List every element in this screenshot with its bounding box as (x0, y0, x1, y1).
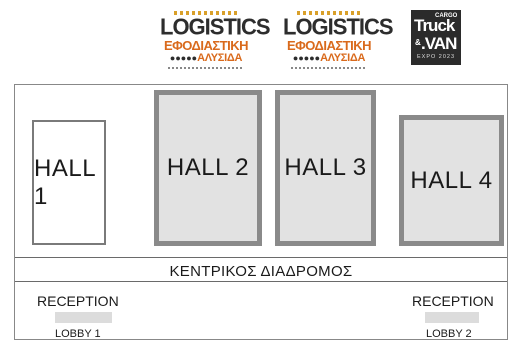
reception-desk-left (55, 312, 112, 323)
floor-plan: HALL 1 HALL 2 HALL 3 HALL 4 ΚΕΝΤΡΙΚΟΣ ΔΙ… (14, 84, 508, 340)
corridor-top-line (15, 257, 507, 258)
truck-van-badge: CARGO Truck & .VAN EXPO 2023 (411, 10, 461, 65)
main-corridor-label: ΚΕΝΤΡΙΚΟΣ ΔΙΑΔΡΟΜΟΣ (169, 263, 353, 280)
reception-left: RECEPTION (37, 293, 119, 309)
corridor-bottom-line (15, 281, 507, 282)
reception-desk-right (425, 312, 479, 323)
logistics-logo: LOGISTICS ΕΦΟΔΙΑΣΤΙΚΗ ●●●●●ΑΛΥΣΙΔΑ (160, 9, 271, 71)
logo-decoration (297, 11, 361, 15)
hall-1[interactable]: HALL 1 (32, 120, 106, 245)
truck-logo-van: .VAN (421, 34, 457, 53)
lobby-1-label: LOBBY 1 (55, 328, 101, 340)
logo-decoration (174, 11, 238, 15)
logistics-logo-2: LOGISTICS ΕΦΟΔΙΑΣΤΙΚΗ ●●●●●ΑΛΥΣΙΔΑ (283, 9, 394, 71)
logo-tagline: ●●●●●ΑΛΥΣΙΔΑ (292, 52, 366, 64)
logo-title: LOGISTICS (283, 13, 394, 40)
logo-subtitle: ΕΦΟΔΙΑΣΤΙΚΗ (286, 38, 372, 53)
truck-logo-expo: EXPO 2023 (417, 54, 456, 60)
reception-right: RECEPTION (412, 293, 494, 309)
logo-fineprint (291, 67, 367, 69)
hall-4[interactable]: HALL 4 (399, 115, 504, 246)
truck-and-van-logo: CARGO Truck & .VAN EXPO 2023 (411, 10, 461, 65)
logo-tagline: ●●●●●ΑΛΥΣΙΔΑ (169, 52, 243, 64)
logo-fineprint (168, 67, 244, 69)
lobby-2-label: LOBBY 2 (426, 328, 472, 340)
logo-subtitle: ΕΦΟΔΙΑΣΤΙΚΗ (163, 38, 249, 53)
hall-3[interactable]: HALL 3 (275, 90, 376, 246)
truck-logo-amp: & (415, 38, 421, 47)
hall-2[interactable]: HALL 2 (154, 90, 262, 246)
logo-title: LOGISTICS (160, 13, 271, 40)
truck-logo-truck: Truck (414, 16, 455, 35)
truck-logo-cargo: CARGO (435, 13, 458, 19)
